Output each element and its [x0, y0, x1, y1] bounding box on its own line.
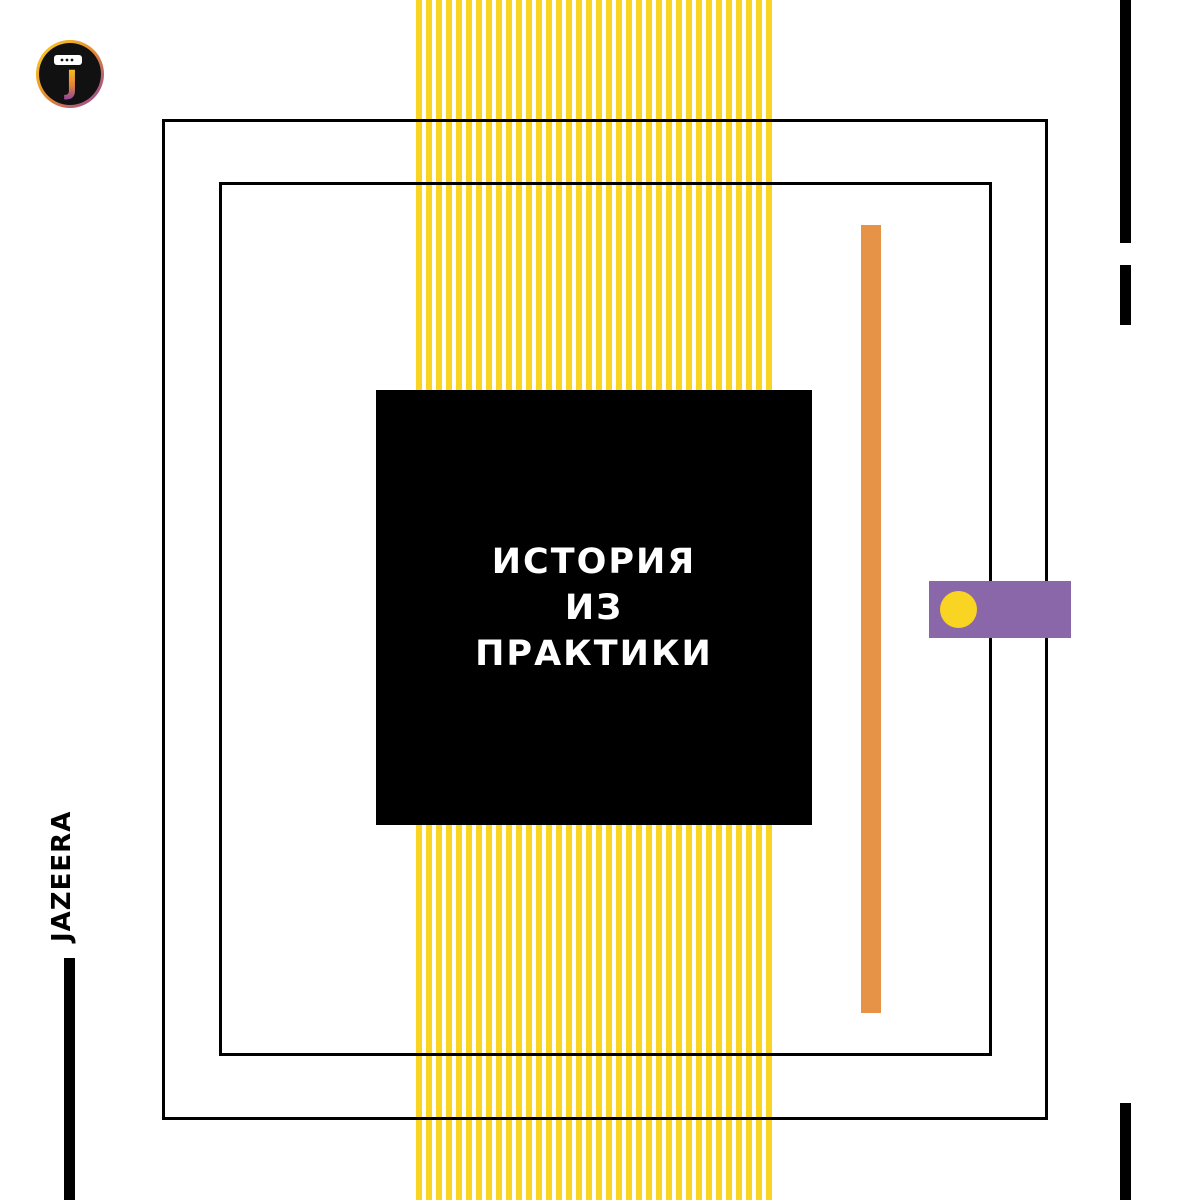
logo-letter: J	[64, 63, 78, 101]
right-dash-bottom	[1120, 1103, 1131, 1200]
orange-bar	[861, 225, 881, 1013]
purple-tab	[929, 581, 1071, 638]
right-dash-middle	[1120, 265, 1131, 325]
card-title-line-2: ИЗ	[564, 587, 624, 628]
jazeera-logo-icon: J	[34, 38, 106, 110]
title-card: ИСТОРИЯ ИЗ ПРАКТИКИ	[376, 390, 812, 825]
yellow-dot	[940, 591, 977, 628]
card-title-line-3: ПРАКТИКИ	[475, 633, 713, 674]
right-dash-top	[1120, 0, 1131, 243]
brand-bar	[64, 958, 75, 1200]
card-title: ИСТОРИЯ ИЗ ПРАКТИКИ	[475, 539, 713, 677]
card-title-line-1: ИСТОРИЯ	[491, 541, 697, 582]
brand-name: JAZEERA	[47, 810, 77, 942]
